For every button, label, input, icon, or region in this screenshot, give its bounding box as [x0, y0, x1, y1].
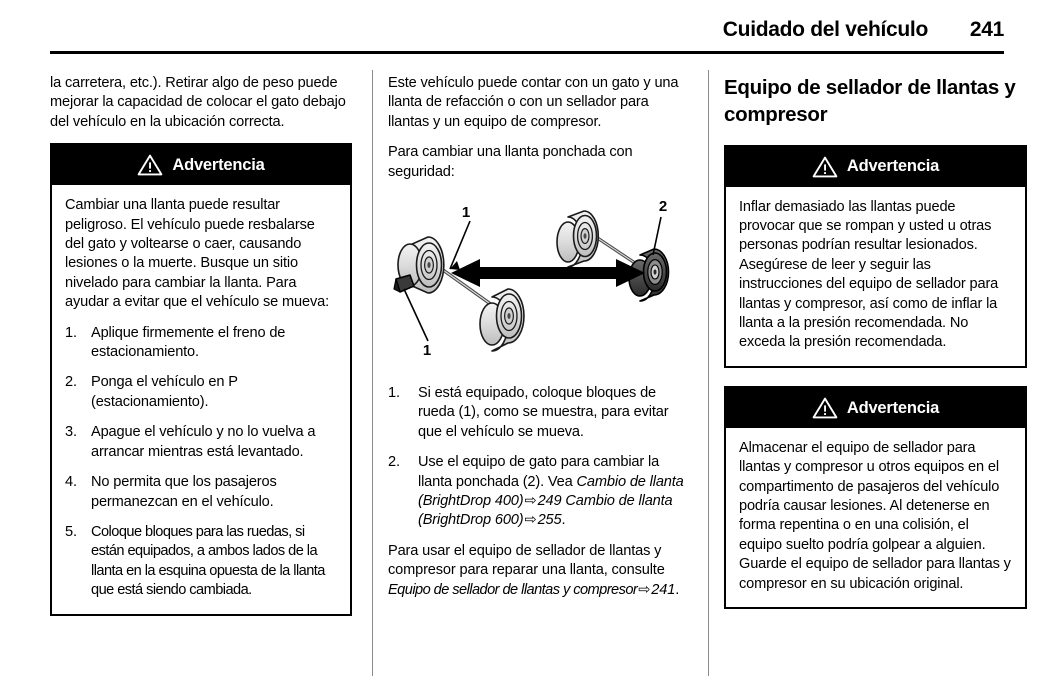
cross-reference-arrow-icon: ⇨: [524, 512, 537, 529]
callout-label-1-top: 1: [462, 204, 470, 221]
middle-column: Este vehículo puede contar con un gato y…: [388, 74, 688, 600]
warning-triangle-icon: [812, 397, 838, 419]
list-item: 1. Si está equipado, coloque bloques de …: [388, 384, 688, 442]
list-marker: 3.: [65, 424, 77, 441]
page-number: 241: [969, 18, 1004, 41]
warning-step-list: 1. Aplique firmemente el freno de estaci…: [65, 324, 337, 601]
callout-label-1-bottom: 1: [423, 342, 431, 359]
closing-text-after: .: [675, 581, 680, 598]
step-text-after: .: [561, 512, 566, 529]
warning-body: Almacenar el equipo de sellador para lla…: [726, 428, 1025, 607]
list-item: 2. Use el equipo de gato para cambiar la…: [388, 453, 688, 531]
cross-reference-arrow-icon: ⇨: [524, 493, 537, 510]
list-marker: 1.: [65, 324, 77, 341]
page-header: Cuidado del vehículo 241: [50, 18, 1004, 62]
warning-box-storage: Advertencia Almacenar el equipo de sella…: [724, 385, 1027, 609]
cross-reference-arrow-icon: ⇨: [638, 581, 651, 598]
warning-box-tire-change: Advertencia Cambiar una llanta puede res…: [50, 143, 352, 616]
middle-closing-paragraph: Para usar el equipo de sellador de llant…: [388, 542, 688, 600]
list-text: No permita que los pasajeros permanezcan…: [91, 474, 277, 510]
section-heading: Equipo de sellador de llantas y compreso…: [724, 76, 1016, 127]
list-marker: 1.: [388, 385, 400, 402]
middle-step-list: 1. Si está equipado, coloque bloques de …: [388, 384, 688, 531]
list-text: Si está equipado, coloque bloques de rue…: [418, 385, 669, 440]
list-item: 4. No permita que los pasajeros permanez…: [65, 473, 337, 512]
warning-paragraph: Inflar demasiado las llantas puede provo…: [739, 198, 999, 351]
left-column: la carretera, etc.). Retirar algo de pes…: [50, 74, 352, 634]
header-rule: [50, 51, 1004, 54]
warning-body: Inflar demasiado las llantas puede provo…: [726, 187, 1025, 366]
warning-box-inflation: Advertencia Inflar demasiado las llantas…: [724, 144, 1027, 368]
warning-paragraph: Almacenar el equipo de sellador para lla…: [739, 439, 1011, 592]
list-text: Apague el vehículo y no lo vuelva a arra…: [91, 424, 316, 460]
warning-paragraph: Cambiar una llanta puede resultar peligr…: [65, 197, 329, 311]
list-marker: 2.: [388, 454, 400, 471]
middle-paragraph-2: Para cambiar una llanta ponchada con seg…: [388, 144, 633, 180]
warning-body: Cambiar una llanta puede resultar peligr…: [52, 185, 350, 613]
list-item: 1. Aplique firmemente el freno de estaci…: [65, 324, 337, 363]
warning-title: Advertencia: [846, 398, 940, 417]
list-marker: 5.: [65, 523, 77, 540]
warning-triangle-icon: [812, 156, 838, 178]
cross-reference-page-1[interactable]: 249: [537, 493, 562, 510]
warning-triangle-icon: [137, 154, 163, 176]
step-text-before: Use el equipo de gato para cambiar la ll…: [418, 454, 660, 490]
cross-reference-sealant-kit[interactable]: Equipo de sellador de llantas y compreso…: [388, 581, 638, 598]
warning-header: Advertencia: [52, 145, 350, 186]
list-item: 5. Coloque bloques para las ruedas, si e…: [65, 523, 337, 601]
warning-header: Advertencia: [726, 387, 1025, 428]
list-text: Aplique firmemente el freno de estaciona…: [91, 324, 286, 361]
cross-reference-2[interactable]: Cambio de llanta (BrightDrop 600): [418, 493, 673, 529]
wheel-chock-and-flat-tire-diagram: 1 1 2: [388, 193, 688, 368]
intro-paragraph: la carretera, etc.). Retirar algo de pes…: [50, 75, 346, 130]
right-column: Equipo de sellador de llantas y compreso…: [724, 74, 1027, 627]
warning-title: Advertencia: [846, 157, 940, 176]
callout-label-2: 2: [659, 198, 667, 215]
column-divider-right: [708, 70, 709, 676]
list-text: Ponga el vehículo en P (estacionamiento)…: [91, 374, 238, 410]
cross-reference-page-2[interactable]: 255: [537, 512, 562, 529]
list-item: 3. Apague el vehículo y no lo vuelva a a…: [65, 423, 337, 462]
list-text: Use el equipo de gato para cambiar la ll…: [418, 454, 684, 528]
list-item: 2. Ponga el vehículo en P (estacionamien…: [65, 373, 337, 412]
cross-reference-page[interactable]: 241: [651, 581, 676, 598]
list-marker: 4.: [65, 474, 77, 491]
cross-reference-1[interactable]: Cambio de llanta (BrightDrop 400): [418, 473, 684, 510]
warning-header: Advertencia: [726, 146, 1025, 187]
list-marker: 2.: [65, 374, 77, 391]
warning-title: Advertencia: [172, 155, 265, 174]
closing-text-before: Para usar el equipo de sellador de llant…: [388, 542, 665, 579]
column-divider-left: [372, 70, 373, 676]
list-text: Coloque bloques para las ruedas, si está…: [91, 523, 325, 599]
middle-paragraph-1: Este vehículo puede contar con un gato y…: [388, 75, 679, 130]
page-title: Cuidado del vehículo: [722, 18, 929, 41]
